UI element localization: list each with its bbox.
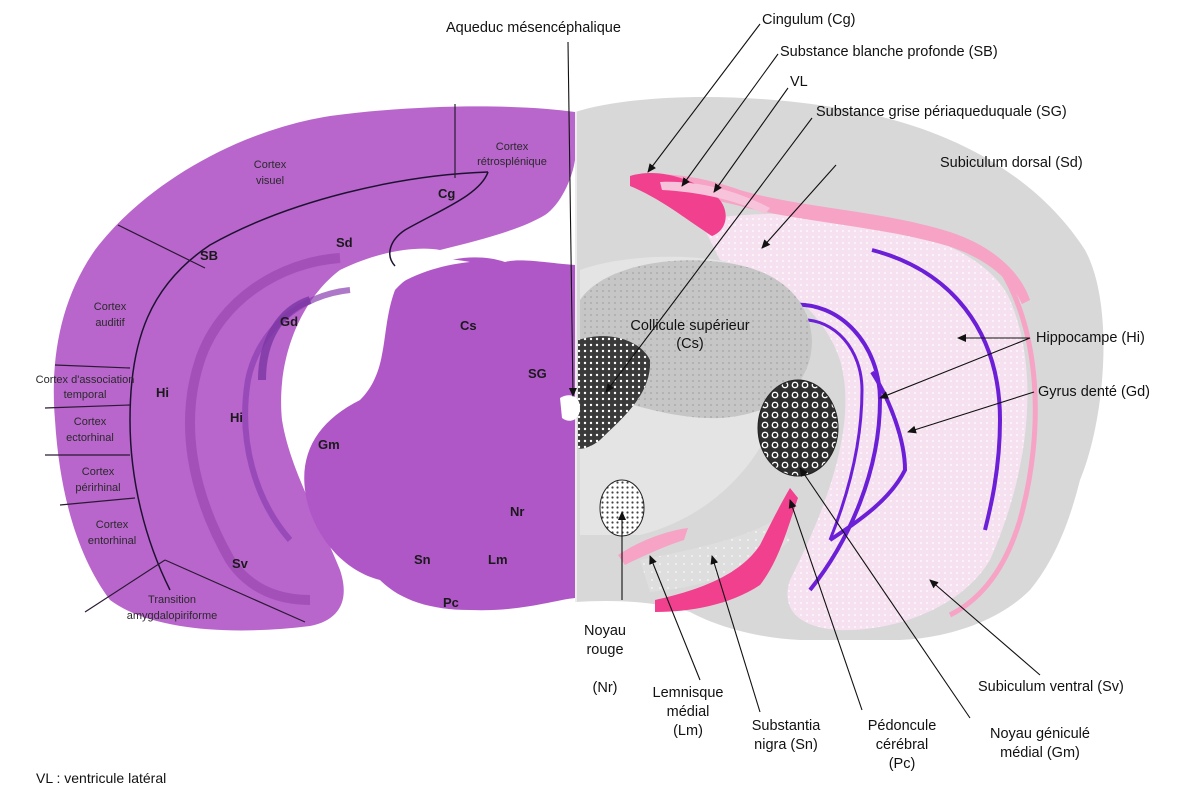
label-sb: Substance blanche profonde (SB) [780, 44, 998, 60]
abbr-cg: Cg [438, 186, 455, 201]
title-aqueduct: Aqueduc mésencéphalique [446, 20, 621, 36]
abbr-cs: Cs [460, 318, 477, 333]
abbr-lm: Lm [488, 552, 508, 567]
abbr-sg: SG [528, 366, 547, 381]
abbr-sb: SB [200, 248, 218, 263]
abbr-pc: Pc [443, 595, 459, 610]
abbr-gm: Gm [318, 437, 340, 452]
abbr-hi-2: Hi [230, 410, 243, 425]
label-vl: VL [790, 74, 808, 90]
schematic-hemisphere [575, 97, 1104, 640]
abbr-hi-1: Hi [156, 385, 169, 400]
schema-geniculate-body [758, 380, 838, 476]
histology-aqueduct [560, 395, 580, 421]
abbr-nr: Nr [510, 504, 524, 519]
label-hippocampe: Hippocampe (Hi) [1036, 330, 1145, 346]
label-cingulum: Cingulum (Cg) [762, 12, 855, 28]
abbr-sn: Sn [414, 552, 431, 567]
label-sg: Substance grise périaqueduquale (SG) [816, 104, 1067, 120]
footnote: VL : ventricule latéral [36, 770, 166, 786]
histology-midbrain [304, 257, 575, 610]
label-sd: Subiculum dorsal (Sd) [940, 155, 1083, 171]
abbr-gd: Gd [280, 314, 298, 329]
label-sv: Subiculum ventral (Sv) [978, 679, 1124, 695]
label-nr: (Nr) [593, 680, 618, 696]
abbr-sd: Sd [336, 235, 353, 250]
abbr-sv: Sv [232, 556, 249, 571]
label-gyrus: Gyrus denté (Gd) [1038, 384, 1150, 400]
